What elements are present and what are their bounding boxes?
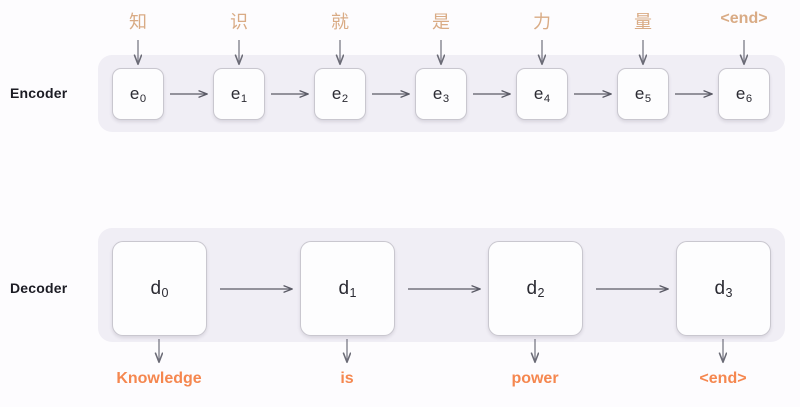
decoder-output-token-0: Knowledge	[116, 370, 202, 387]
encoder-cell-6: e6	[718, 68, 770, 120]
encoder-input-token-3: 是	[432, 12, 450, 32]
encoder-row-label: Encoder	[10, 85, 68, 101]
encoder-cell-6-label: e6	[735, 84, 753, 106]
encoder-cell-0: e0	[112, 68, 164, 120]
decoder-cell-3-label: d3	[714, 277, 733, 301]
encoder-input-token-5: 量	[634, 12, 652, 32]
encoder-cell-1: e1	[213, 68, 265, 120]
encoder-cell-5: e5	[617, 68, 669, 120]
decoder-cell-0-label: d0	[150, 277, 169, 301]
decoder-output-token-2: power	[511, 370, 559, 387]
encoder-input-token-4: 力	[533, 12, 551, 32]
encoder-cell-5-label: e5	[634, 84, 652, 106]
decoder-cell-1: d1	[300, 241, 395, 336]
decoder-cell-2-label: d2	[526, 277, 545, 301]
encoder-cell-3: e3	[415, 68, 467, 120]
decoder-row-label: Decoder	[10, 280, 68, 296]
decoder-band	[98, 228, 785, 342]
encoder-cell-4: e4	[516, 68, 568, 120]
encoder-input-token-2: 就	[331, 12, 349, 32]
decoder-output-token-3: <end>	[699, 370, 747, 387]
encoder-cell-1-label: e1	[230, 84, 248, 106]
encoder-input-token-0: 知	[129, 12, 147, 32]
encoder-input-token-6: <end>	[720, 10, 768, 27]
encoder-cell-3-label: e3	[432, 84, 450, 106]
encoder-cell-2-label: e2	[331, 84, 349, 106]
decoder-cell-1-label: d1	[338, 277, 357, 301]
encoder-cell-4-label: e4	[533, 84, 551, 106]
encoder-cell-2: e2	[314, 68, 366, 120]
decoder-output-token-1: is	[340, 370, 354, 387]
decoder-cell-3: d3	[676, 241, 771, 336]
encoder-cell-0-label: e0	[129, 84, 147, 106]
encoder-input-token-1: 识	[230, 12, 248, 32]
decoder-cell-0: d0	[112, 241, 207, 336]
decoder-cell-2: d2	[488, 241, 583, 336]
